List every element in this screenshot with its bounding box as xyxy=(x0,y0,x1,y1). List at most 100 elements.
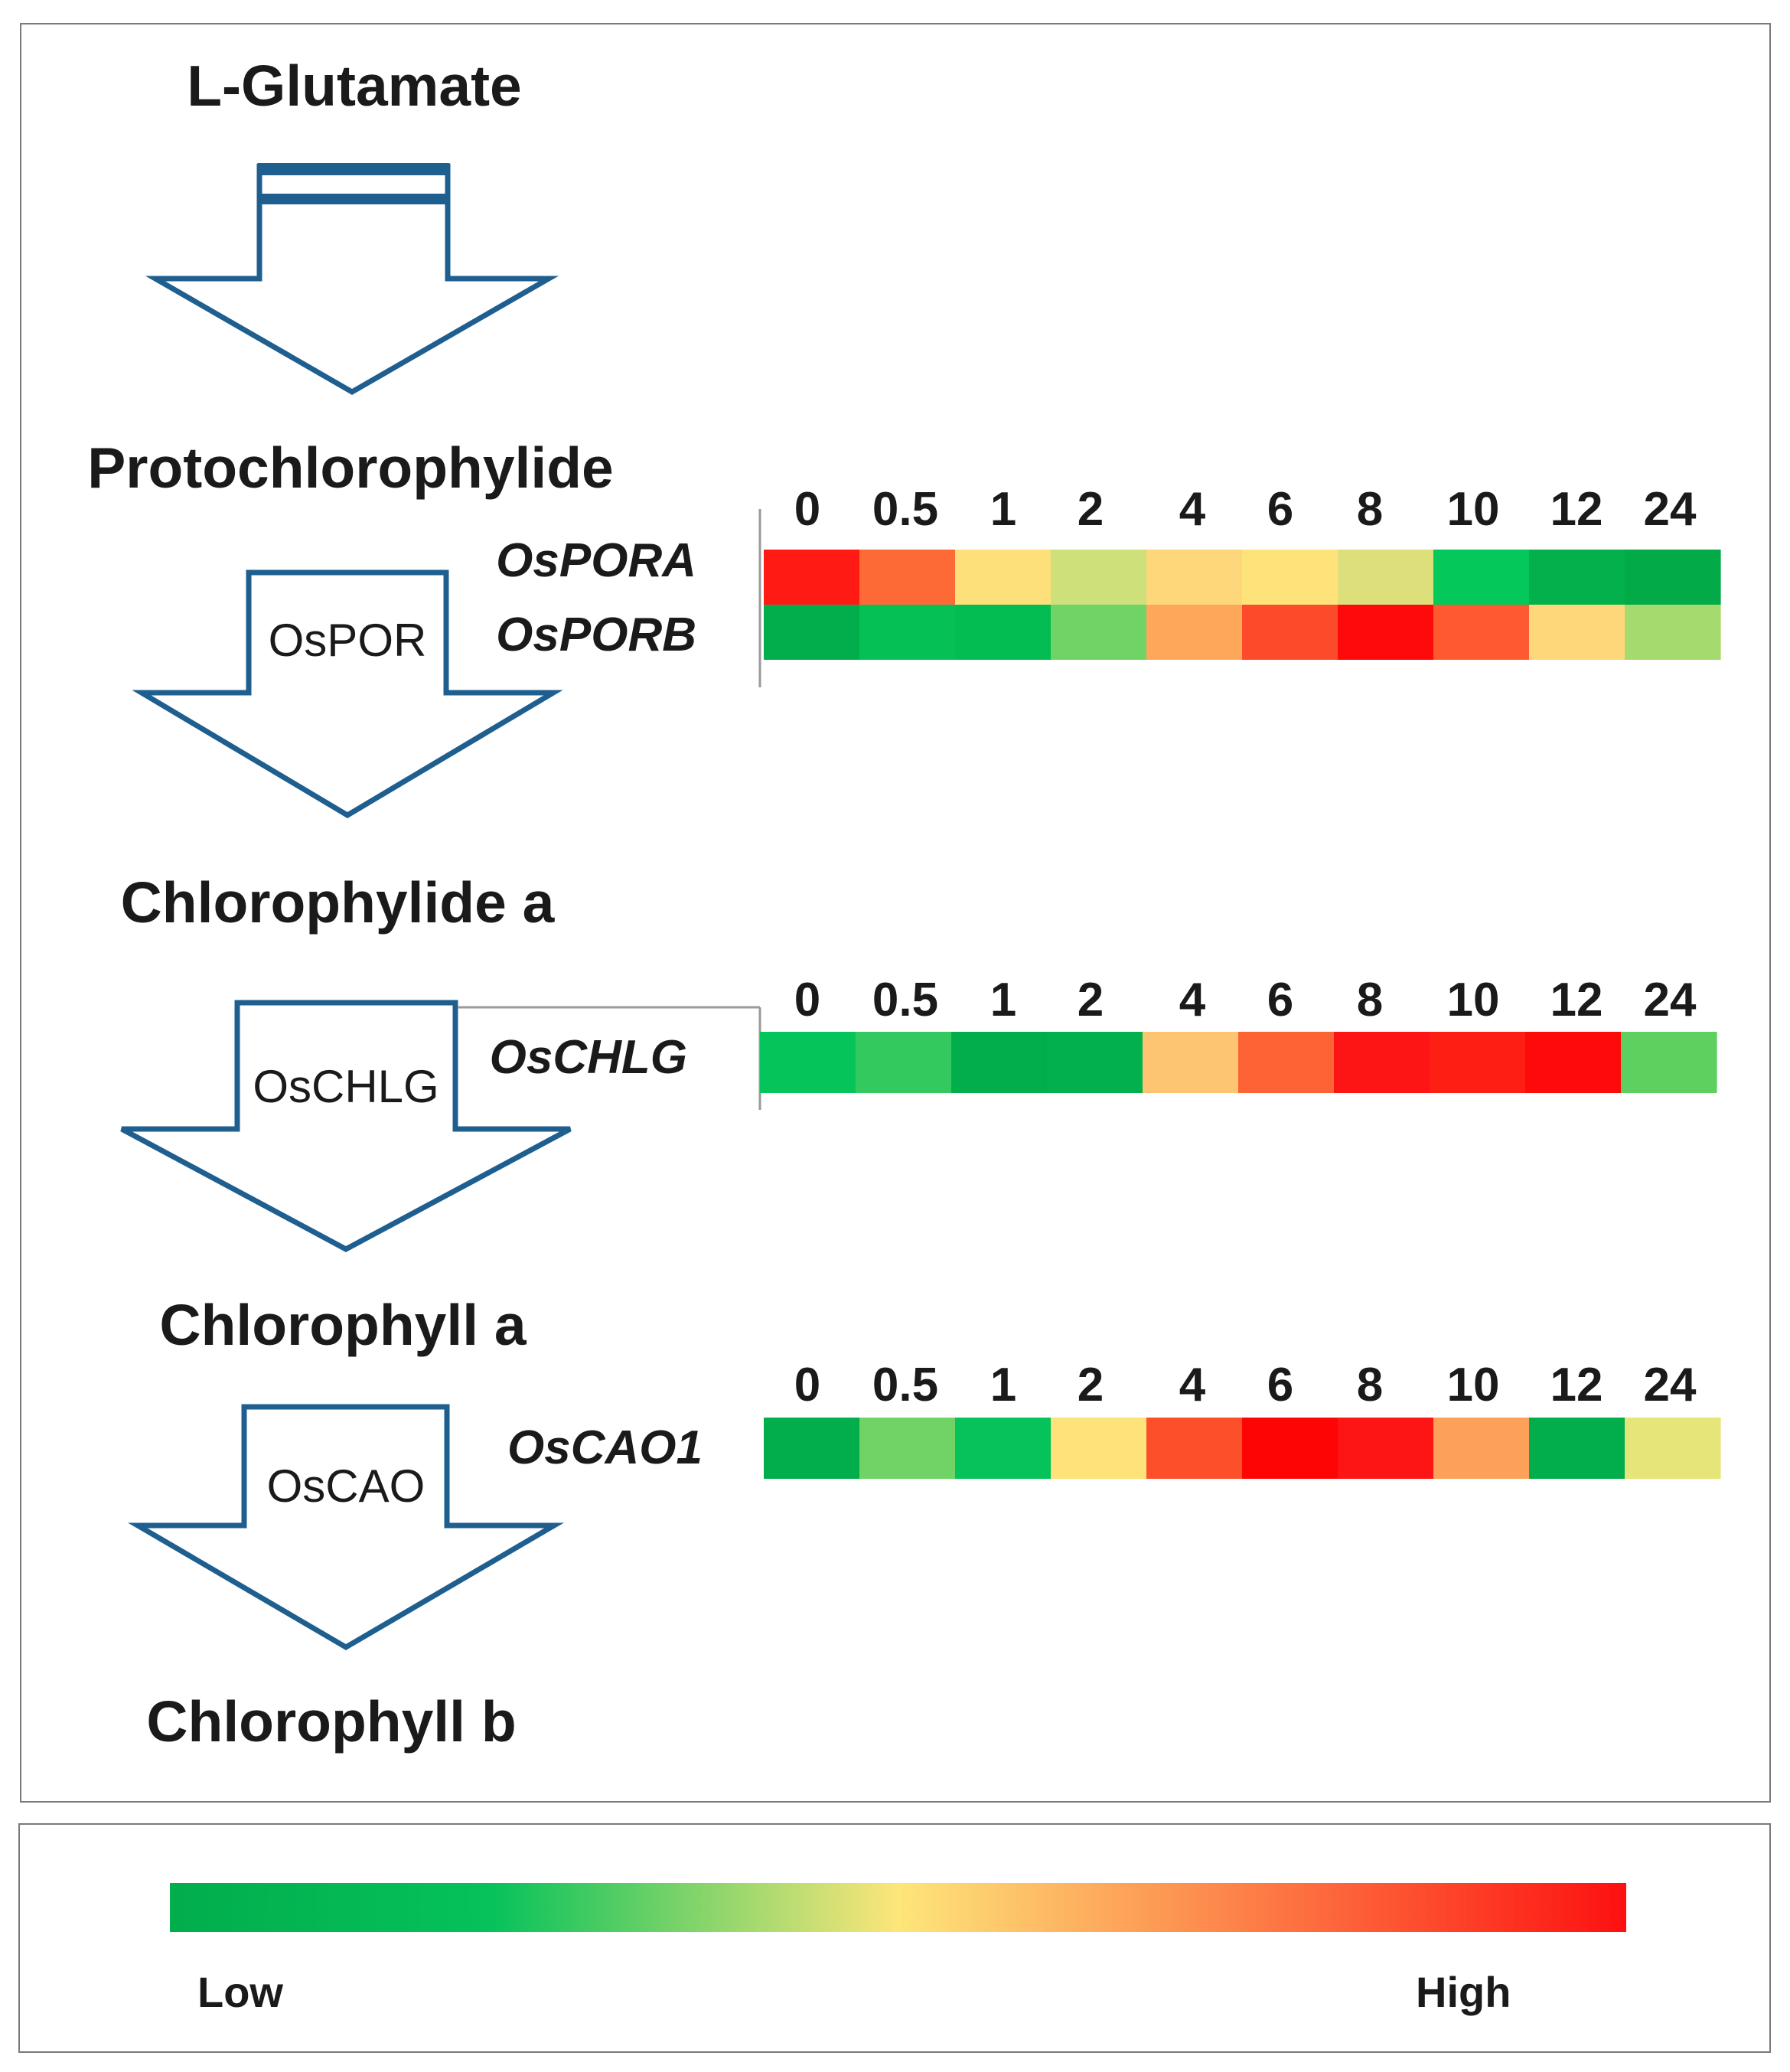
heatmap-cell xyxy=(1334,1032,1430,1093)
heatmap-cell xyxy=(1433,1418,1530,1479)
down-arrow-icon xyxy=(120,1000,572,1252)
timepoint-label: 10 xyxy=(1447,974,1500,1026)
timepoint-label: 0.5 xyxy=(872,974,938,1026)
heatmap-cell xyxy=(1242,550,1338,605)
arrow-cap xyxy=(258,194,449,204)
timepoint-label: 0 xyxy=(794,1359,820,1411)
heatmap-cell xyxy=(1338,1418,1434,1479)
heatmap-cell xyxy=(1433,605,1530,660)
heatmap-cell xyxy=(760,1032,856,1093)
timepoint-label: 1 xyxy=(990,1359,1016,1411)
timepoint-label: 0 xyxy=(794,974,820,1026)
timepoint-label: 10 xyxy=(1447,483,1500,536)
timepoint-label: 12 xyxy=(1550,974,1603,1026)
heatmap-cell xyxy=(1525,1032,1622,1093)
legend-high-label: High xyxy=(1416,1968,1511,2016)
heatmap-cell xyxy=(1529,605,1625,660)
arrow-cap xyxy=(258,163,449,175)
timepoint-label: 6 xyxy=(1267,483,1293,536)
timepoint-label: 8 xyxy=(1357,974,1383,1026)
timepoint-label: 0.5 xyxy=(872,483,938,536)
timepoint-label: 1 xyxy=(990,483,1016,536)
heatmap-cell xyxy=(1529,1418,1625,1479)
heatmap-cell xyxy=(951,1032,1048,1093)
heatmap-cell xyxy=(1242,605,1338,660)
timepoint-label: 2 xyxy=(1078,483,1104,536)
timepoint-label: 0.5 xyxy=(872,1359,938,1411)
pathway-panel xyxy=(20,23,1771,1803)
compound-chlorophyll-a: Chlorophyll a xyxy=(159,1293,527,1357)
timepoint-label: 6 xyxy=(1267,1359,1293,1411)
heatmap-cell xyxy=(764,550,860,605)
timepoint-label: 24 xyxy=(1644,1359,1697,1411)
heatmap-cell xyxy=(1625,605,1721,660)
heatmap-cell xyxy=(1143,1032,1239,1093)
heatmap-cell xyxy=(1146,605,1243,660)
heatmap-cell xyxy=(764,605,860,660)
timepoint-label: 2 xyxy=(1078,1359,1104,1411)
heatmap-cell xyxy=(1051,605,1147,660)
timepoint-label: 12 xyxy=(1550,483,1603,536)
heatmap-cell xyxy=(1338,550,1434,605)
timepoint-label: 2 xyxy=(1078,974,1104,1026)
legend-color-bar xyxy=(170,1883,1626,1932)
heatmap-cell xyxy=(955,605,1052,660)
timepoint-label: 12 xyxy=(1550,1359,1603,1411)
legend-panel xyxy=(18,1823,1771,2053)
heatmap-cell xyxy=(1238,1032,1335,1093)
heatmap-cell xyxy=(955,550,1052,605)
timepoint-label: 4 xyxy=(1179,483,1206,536)
heatmap-cell xyxy=(1625,1418,1721,1479)
down-arrow-icon xyxy=(132,569,563,819)
timepoint-label: 4 xyxy=(1179,974,1206,1026)
compound-chlorophylide-a: Chlorophylide a xyxy=(121,870,556,935)
arrow-oscao: OsCAO xyxy=(128,1404,564,1651)
heatmap-cell xyxy=(859,550,956,605)
down-arrow-icon xyxy=(145,163,559,396)
gene-label-oschlg: OsCHLG xyxy=(490,1031,687,1084)
gene-label-ospora: OsPORA xyxy=(496,534,696,587)
heatmap-cell xyxy=(1529,550,1625,605)
heatmap-cell xyxy=(764,1418,860,1479)
heatmap-cell xyxy=(1430,1032,1526,1093)
heatmap-cell xyxy=(1047,1032,1143,1093)
arrow-oschlg: OsCHLG xyxy=(120,1000,572,1252)
timepoint-label: 4 xyxy=(1179,1359,1206,1411)
heatmap-cell xyxy=(955,1418,1052,1479)
heatmap-cell xyxy=(1621,1032,1717,1093)
enzyme-label-oschlg: OsCHLG xyxy=(253,1061,439,1112)
timepoint-label: 0 xyxy=(794,483,820,536)
legend-low-label: Low xyxy=(197,1968,283,2016)
timepoint-label: 8 xyxy=(1357,483,1383,536)
heatmap-cell xyxy=(859,1418,956,1479)
timepoint-label: 10 xyxy=(1447,1359,1500,1411)
compound-l-glutamate: L-Glutamate xyxy=(187,54,522,118)
heatmap-cell xyxy=(1051,1418,1147,1479)
gene-label-oscao1: OsCAO1 xyxy=(507,1421,703,1474)
compound-chlorophyll-b: Chlorophyll b xyxy=(146,1689,516,1754)
heatmap-cell xyxy=(1051,550,1147,605)
timepoint-label: 8 xyxy=(1357,1359,1383,1411)
timepoint-label: 1 xyxy=(990,974,1016,1026)
heatmap-cell xyxy=(1433,550,1530,605)
gene-label-osporb: OsPORB xyxy=(496,609,696,661)
enzyme-label-oscao: OsCAO xyxy=(267,1460,425,1512)
heatmap-cell xyxy=(1242,1418,1338,1479)
heatmap-cell xyxy=(1146,1418,1243,1479)
down-arrow-icon xyxy=(128,1404,564,1651)
heatmap-cell xyxy=(1146,550,1243,605)
enzyme-label-ospor: OsPOR xyxy=(269,615,427,666)
arrow-glutamate-to-protochlorophylide xyxy=(145,163,559,396)
timepoint-label: 24 xyxy=(1644,974,1697,1026)
arrow-ospor: OsPOR xyxy=(132,569,563,819)
compound-protochlorophylide: Protochlorophylide xyxy=(87,436,614,500)
timepoint-label: 24 xyxy=(1644,483,1697,536)
heatmap-cell xyxy=(1625,550,1721,605)
heatmap-cell xyxy=(856,1032,952,1093)
timepoint-label: 6 xyxy=(1267,974,1293,1026)
